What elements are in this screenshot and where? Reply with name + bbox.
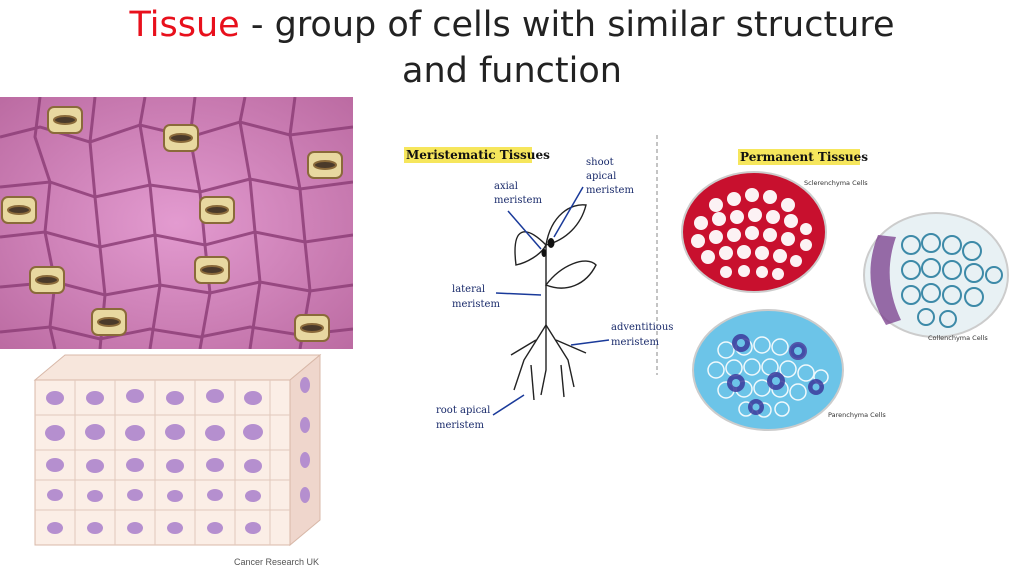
epidermis-micrograph-image bbox=[0, 96, 354, 350]
title-line-2: and function bbox=[402, 51, 622, 91]
meristematic-header-bg bbox=[404, 147, 532, 163]
stoma bbox=[29, 266, 65, 294]
stoma bbox=[199, 196, 235, 224]
label-adventitious-meristem: meristem bbox=[611, 337, 659, 348]
image-credit: Cancer Research UK bbox=[234, 557, 320, 567]
label-parenchyma: Parenchyma Cells bbox=[828, 411, 886, 419]
label-root-apical: root apical bbox=[436, 405, 490, 416]
plant-drawing bbox=[510, 204, 597, 401]
label-shoot-meristem: meristem bbox=[586, 185, 634, 196]
epidermis-micrograph bbox=[0, 96, 354, 350]
label-shoot-apical: apical bbox=[586, 171, 616, 182]
stoma bbox=[294, 314, 330, 342]
label-shoot: shoot bbox=[586, 157, 614, 168]
label-adventitious: adventitious bbox=[611, 322, 673, 333]
label-sclerenchyma: Sclerenchyma Cells bbox=[804, 179, 868, 187]
stoma bbox=[307, 151, 343, 179]
label-collenchyma: Collenchyma Cells bbox=[928, 334, 988, 342]
sclerenchyma-circle bbox=[681, 171, 827, 293]
label-root-meristem: meristem bbox=[436, 420, 484, 431]
tissue-types-svg: Meristematic Tissues Permanent Tissues bbox=[404, 135, 1009, 431]
stoma bbox=[91, 308, 127, 336]
parenchyma-circle bbox=[692, 309, 844, 431]
tissue-block-image bbox=[33, 353, 322, 547]
collenchyma-circle bbox=[863, 212, 1009, 338]
stoma bbox=[1, 196, 37, 224]
label-lateral: lateral bbox=[452, 284, 485, 295]
meristematic-header: Meristematic Tissues bbox=[406, 148, 550, 162]
tissue-block-illustration bbox=[20, 340, 330, 572]
label-axial: axial bbox=[494, 181, 518, 192]
tissue-types-diagram: Meristematic Tissues Permanent Tissues bbox=[396, 125, 1016, 445]
title-rest: - group of cells with similar structure bbox=[239, 5, 895, 45]
slide-title: Tissue - group of cells with similar str… bbox=[0, 2, 1024, 94]
stoma bbox=[194, 256, 230, 284]
label-lateral-meristem: meristem bbox=[452, 299, 500, 310]
permanent-header-bg bbox=[738, 149, 860, 165]
label-axial-meristem: meristem bbox=[494, 195, 542, 206]
stoma bbox=[163, 124, 199, 152]
permanent-header: Permanent Tissues bbox=[740, 150, 868, 164]
title-accent: Tissue bbox=[129, 5, 240, 45]
stoma bbox=[47, 106, 83, 134]
